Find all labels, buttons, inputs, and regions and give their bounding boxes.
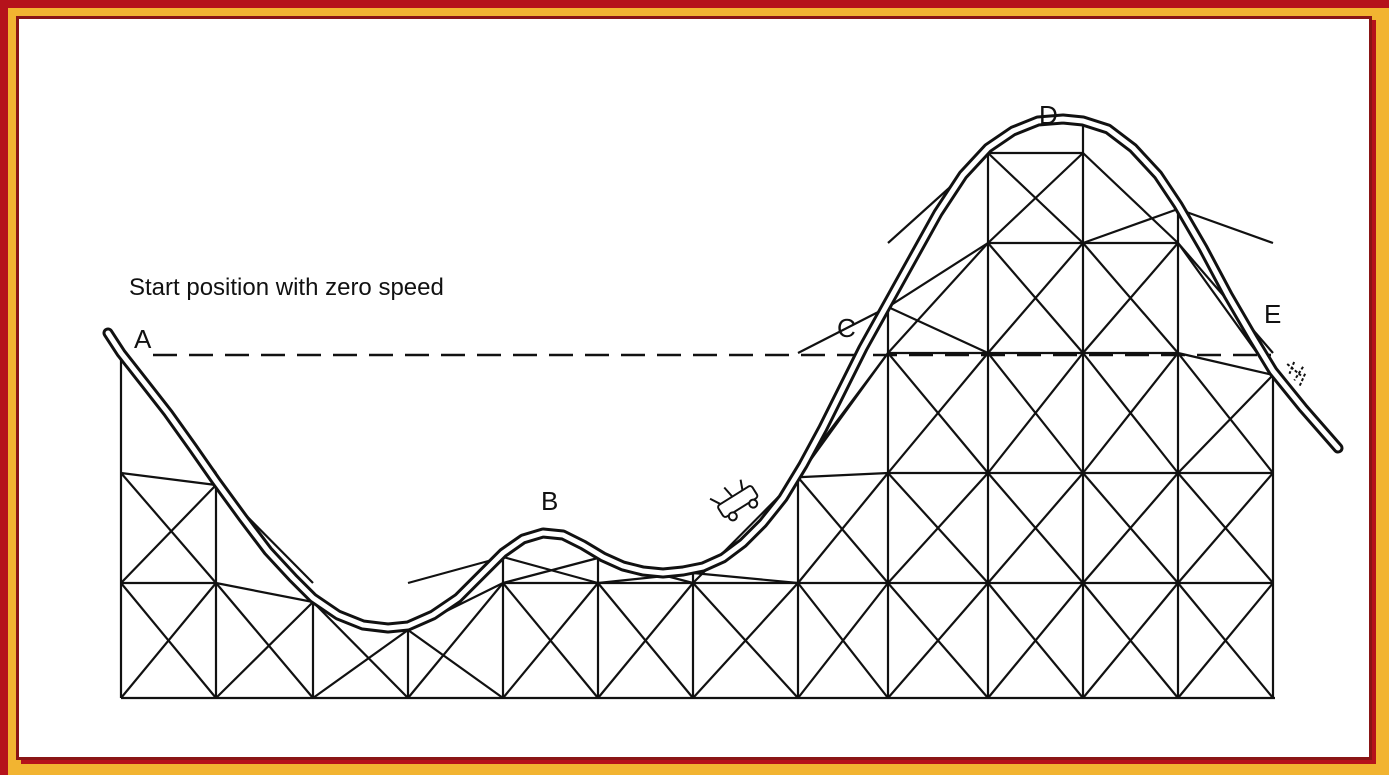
point-e-label: E bbox=[1264, 299, 1281, 329]
roller-coaster-diagram: Start position with zero speed A B C D E bbox=[102, 100, 1344, 700]
coaster-car bbox=[709, 361, 1307, 522]
point-b-label: B bbox=[541, 486, 558, 516]
point-d-label: D bbox=[1039, 100, 1058, 130]
coaster-track bbox=[102, 113, 1344, 634]
diagram-panel: Start position with zero speed A B C D E bbox=[16, 16, 1372, 760]
start-position-label: Start position with zero speed bbox=[129, 274, 444, 301]
point-a-label: A bbox=[134, 324, 152, 354]
point-c-label: C bbox=[837, 313, 856, 343]
support-structure bbox=[119, 125, 1275, 700]
